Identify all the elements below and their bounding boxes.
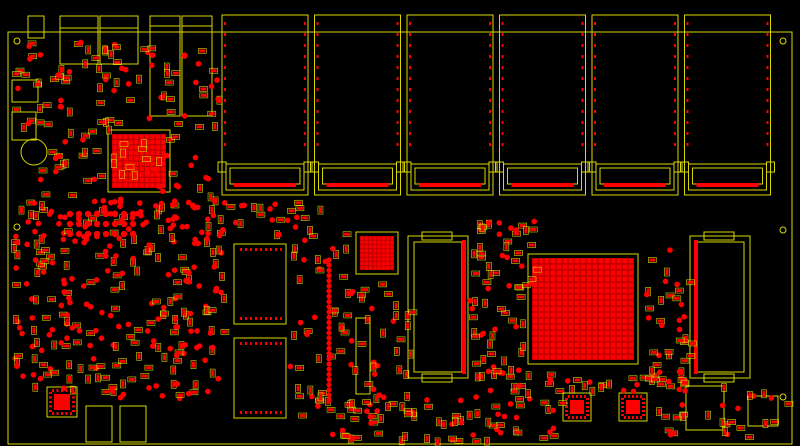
sodimm-socket-top: [314, 14, 401, 196]
sodimm-contact-row: [419, 183, 481, 187]
bga-small-mid: [355, 231, 399, 275]
via: [326, 273, 332, 279]
via: [326, 309, 332, 315]
mounting-hole: [779, 393, 787, 401]
mounting-hole: [13, 223, 21, 231]
mounting-hole: [13, 37, 21, 45]
sodimm-socket-top: [406, 14, 494, 196]
bga-large: [527, 253, 639, 365]
via-column: [326, 257, 332, 403]
passive-components: [11, 39, 794, 446]
rj45-connector: [181, 15, 213, 117]
via: [326, 345, 332, 351]
connector-vertical: [355, 317, 371, 395]
rj45-connector: [59, 15, 99, 65]
via: [326, 330, 332, 336]
via: [326, 319, 332, 325]
via: [326, 366, 332, 372]
via: [326, 314, 332, 320]
battery-holder: [20, 138, 48, 166]
via: [326, 335, 332, 341]
sodimm-socket-top: [591, 14, 679, 196]
mounting-holes: [13, 37, 787, 401]
sodimm-socket-vertical: [407, 235, 469, 379]
mounting-hole: [779, 226, 787, 234]
via: [326, 304, 332, 310]
via: [326, 397, 332, 403]
via: [326, 262, 332, 268]
via: [326, 325, 332, 331]
sodimm-pin-row: [694, 240, 698, 374]
sodimm-contact-row: [511, 183, 574, 187]
mounting-hole: [779, 37, 787, 45]
memory-chips: [233, 243, 371, 419]
via: [326, 283, 332, 289]
vertical-sodimm-sockets: [407, 231, 751, 383]
via: [326, 387, 332, 393]
via: [326, 267, 332, 273]
sodimm-socket-top: [499, 14, 586, 196]
via: [326, 377, 332, 383]
via: [326, 356, 332, 362]
rj45-connector: [99, 15, 139, 65]
via: [326, 351, 332, 357]
via: [326, 257, 332, 263]
sodimm-socket-top: [684, 14, 771, 196]
sodimm-contact-row: [604, 183, 666, 187]
top-sodimm-sockets: [217, 14, 775, 196]
memory-chip: [233, 337, 287, 419]
sodimm-contact-row: [326, 183, 389, 187]
via: [326, 293, 332, 299]
via: [326, 288, 332, 294]
sodimm-contact-row: [696, 183, 759, 187]
via: [326, 340, 332, 346]
via: [326, 392, 332, 398]
sodimm-socket-top: [221, 14, 309, 196]
memory-chip: [233, 243, 287, 325]
rj45-connector: [149, 15, 181, 117]
via: [326, 371, 332, 377]
qfn-chip: [562, 392, 592, 422]
qfn-chips: [46, 248, 648, 422]
sodimm-contact-row: [234, 183, 296, 187]
via: [326, 361, 332, 367]
via: [326, 299, 332, 305]
sodimm-socket-vertical: [689, 235, 751, 379]
via: [326, 278, 332, 284]
sodimm-pin-row: [462, 240, 466, 374]
bga-small-left: [107, 129, 171, 193]
via: [326, 382, 332, 388]
